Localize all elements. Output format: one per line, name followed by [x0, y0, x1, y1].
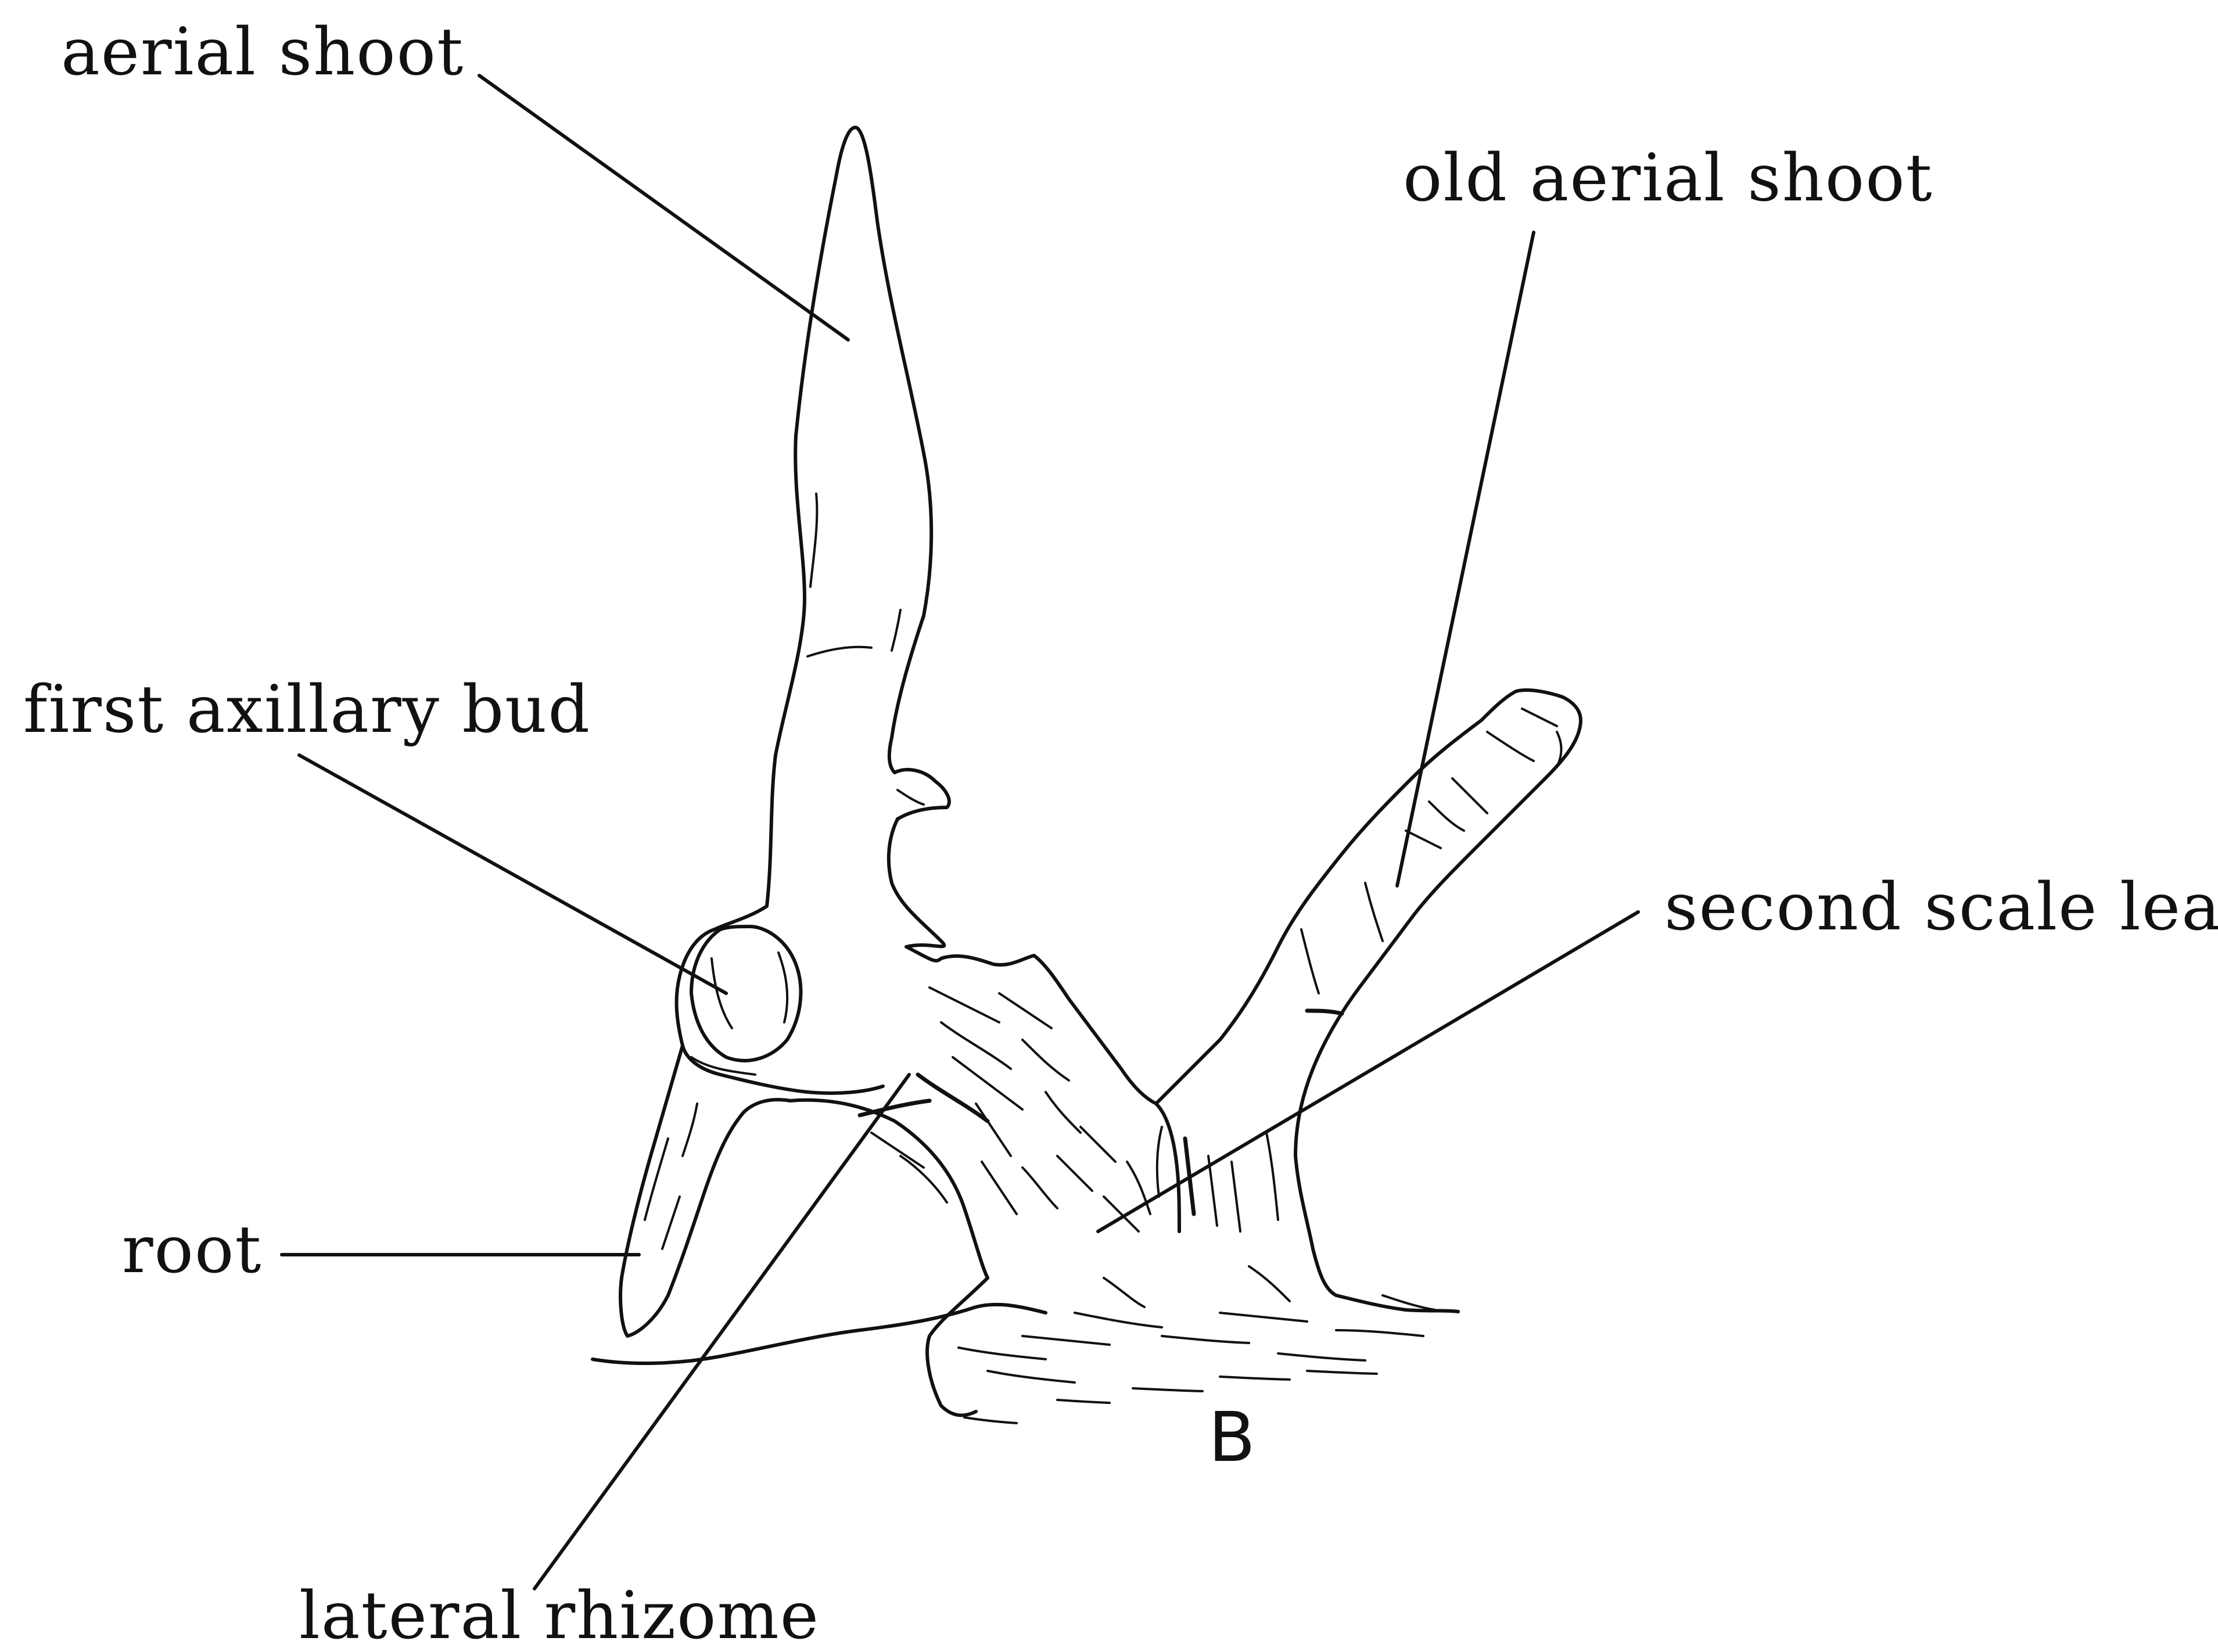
label-old-aerial-shoot: old aerial shoot: [1403, 141, 1933, 216]
root-drawing: [620, 1046, 790, 1336]
label-aerial-shoot: aerial shoot: [61, 15, 464, 90]
old-aerial-shoot-drawing: [1156, 690, 1581, 1295]
leader-first-axillary-bud: [299, 755, 726, 993]
leader-second-scale-leaf: [1098, 912, 1638, 1231]
labels: aerial shoot old aerial shoot first axil…: [23, 15, 2218, 1652]
node-and-bud-drawing: [677, 819, 945, 1093]
label-lateral-rhizome: lateral rhizome: [299, 1578, 820, 1652]
leader-lines: [282, 76, 1638, 1589]
label-first-axillary-bud: first axillary bud: [23, 672, 591, 748]
aerial-shoot-drawing: [767, 127, 949, 906]
label-root: root: [122, 1212, 262, 1288]
label-second-scale-leaf: second scale leaf: [1664, 870, 2218, 945]
plant-illustration: [593, 127, 1581, 1423]
leader-old-aerial-shoot: [1397, 232, 1534, 886]
panel-letter: B: [1208, 1397, 1255, 1477]
leader-aerial-shoot: [479, 76, 848, 340]
